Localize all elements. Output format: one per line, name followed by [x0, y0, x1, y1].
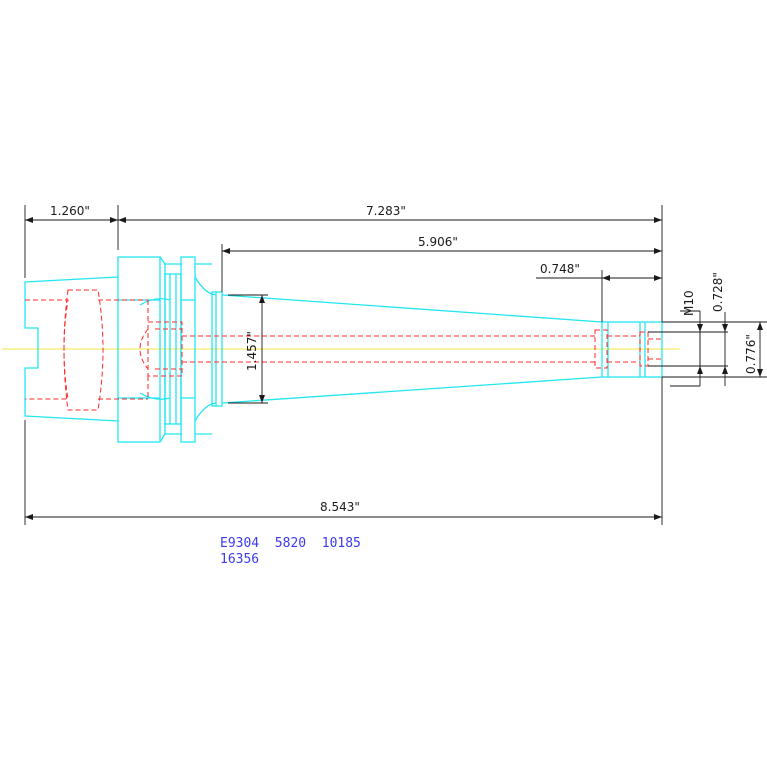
part-notes: E9304 5820 10185 16356 [220, 536, 361, 567]
note-line-2: 16356 [220, 552, 259, 567]
dimension-arrowheads [25, 217, 763, 520]
dim-gauge-length: 7.283" [366, 204, 406, 218]
dim-nose-length: 0.748" [540, 262, 580, 276]
dim-nose-outer-diameter: 0.776" [744, 334, 758, 374]
dim-overall-length: 8.543" [320, 500, 360, 514]
dim-taper-length: 5.906" [418, 235, 458, 249]
hidden-lines [25, 289, 662, 411]
dim-bore-diameter: 1.457" [245, 331, 259, 371]
note-line-1: E9304 5820 10185 [220, 536, 361, 551]
dimension-labels: 1.260" 7.283" 5.906" 0.748" 8.543" 1.457… [50, 204, 758, 514]
dim-nose-diameter: 0.728" [711, 272, 725, 312]
part-outline [24, 256, 663, 443]
dim-thread: M10 [682, 290, 696, 316]
dimension-lines [24, 205, 767, 525]
dim-flange-length: 1.260" [50, 204, 90, 218]
